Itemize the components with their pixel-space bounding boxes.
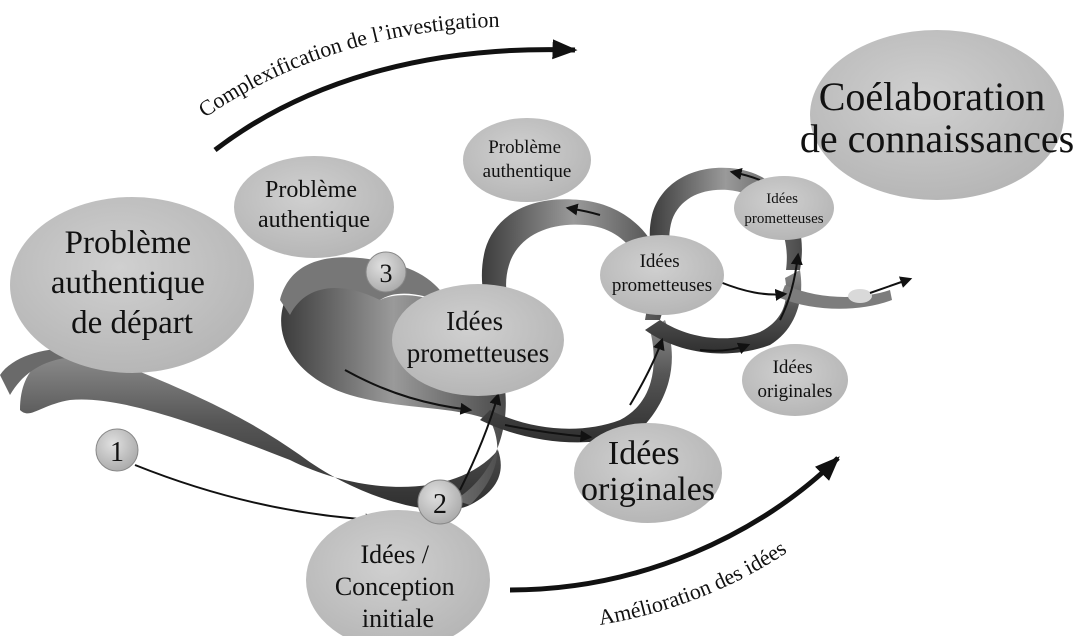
bubble-knowledge-building-text: Coélaboration de connaissances [800, 74, 1073, 161]
knowledge-building-line-1: Coélaboration [819, 74, 1046, 119]
bubble-promising-ideas-1: Idées prometteuses [392, 284, 564, 396]
promising-ideas-3-line-2: prometteuses [744, 211, 823, 227]
original-ideas-1-line-2: originales [581, 471, 715, 508]
bubble-original-ideas-2-text: Idées originales [758, 357, 833, 402]
bubble-problem-2-shape [234, 156, 394, 258]
ribbon-tail [780, 285, 892, 309]
flow-arrow-5 [629, 337, 665, 406]
flow-arrow-2 [459, 392, 502, 491]
ribbon-segment-1-edge [0, 348, 130, 395]
ribbon-tail-arrow [869, 276, 913, 294]
ribbon-loop-1-top [280, 257, 450, 315]
bubble-knowledge-building: Coélaboration de connaissances [800, 30, 1073, 200]
promising-ideas-2-line-1: Idées [640, 251, 680, 272]
bubble-problem-3: Problème authentique [463, 118, 591, 202]
bubble-starting-problem: Problème authentique de départ [10, 197, 254, 373]
flow-arrow-10 [719, 281, 788, 301]
bubble-original-ideas-1: Idées originales [574, 423, 722, 523]
top-arrow-label-path: Complexification de l’investigation [194, 7, 500, 122]
flow-arrow-8 [779, 252, 803, 321]
problem-3-line-2: authentique [483, 161, 572, 182]
bubble-problem-2-text: Problème authentique [258, 177, 370, 233]
bottom-arrow-label-path: Amélioration des idées [596, 535, 790, 630]
step-marker-3-circle [365, 251, 407, 293]
initial-ideas-line-1: Idées / [360, 540, 429, 569]
initial-ideas-line-2: Conception [335, 572, 455, 601]
ribbon-loop-2 [481, 199, 666, 350]
promising-ideas-1-line-2: prometteuses [407, 338, 549, 368]
ribbon-segment-1 [20, 352, 501, 510]
original-ideas-2-line-1: Idées [773, 357, 813, 378]
bubble-problem-3-text: Problème authentique [483, 137, 572, 182]
flow-arrow-6 [565, 203, 601, 216]
bubble-promising-ideas-3-text: Idées prometteuses [744, 191, 823, 227]
problem-3-line-1: Problème [488, 137, 561, 158]
step-marker-1-text: 1 [110, 437, 124, 468]
top-arrow-label: Complexification de l’investigation [194, 7, 500, 122]
step-marker-3-text: 3 [380, 259, 393, 288]
flow-arrow-9 [729, 167, 761, 181]
bubble-original-ideas-1-text: Idées originales [581, 435, 715, 508]
promising-ideas-2-line-2: prometteuses [612, 275, 712, 296]
bubble-promising-ideas-3-shape [734, 176, 834, 240]
promising-ideas-3-line-1: Idées [766, 191, 798, 207]
bubble-initial-ideas-shape [306, 510, 490, 636]
bubble-promising-ideas-3: Idées prometteuses [734, 176, 834, 240]
flow-arrow-4 [504, 424, 593, 443]
initial-ideas-line-3: initiale [362, 604, 434, 633]
promising-ideas-1-line-1: Idées [446, 306, 503, 336]
problem-2-line-2: authentique [258, 207, 370, 233]
ribbon-segment-3 [645, 270, 802, 354]
starting-problem-line-2: authentique [51, 265, 205, 301]
original-ideas-1-line-1: Idées [608, 435, 680, 472]
bubble-promising-ideas-2-shape [600, 235, 724, 315]
step-marker-2-text: 2 [433, 489, 447, 520]
bubble-original-ideas-2: Idées originales [742, 344, 848, 416]
step-marker-3: 3 [365, 251, 407, 293]
bubble-problem-2: Problème authentique [234, 156, 394, 258]
knowledge-building-line-2: de connaissances [800, 116, 1073, 161]
step-marker-1-circle [95, 428, 139, 472]
flow-arrow-1 [134, 464, 378, 526]
top-arrow-shaft [213, 39, 578, 152]
bubble-original-ideas-2-shape [742, 344, 848, 416]
bubble-initial-ideas-text: Idées / Conception initiale [335, 540, 461, 633]
step-marker-2: 2 [417, 479, 463, 525]
bubble-starting-problem-shape [10, 197, 254, 373]
bubble-promising-ideas-2-text: Idées prometteuses [612, 251, 712, 296]
starting-problem-line-3: de départ [71, 305, 193, 341]
step-marker-1: 1 [95, 428, 139, 472]
step-marker-2-circle [417, 479, 463, 525]
flow-arrows [134, 167, 803, 526]
bubble-initial-ideas: Idées / Conception initiale [306, 510, 490, 636]
ribbon-tail-highlight [848, 289, 872, 303]
flow-arrow-7 [699, 342, 751, 355]
bottom-arrow-shaft [509, 456, 840, 593]
bubble-promising-ideas-1-text: Idées prometteuses [407, 306, 549, 368]
bubble-knowledge-building-shape [810, 30, 1064, 200]
problem-2-line-1: Problème [265, 177, 357, 203]
bubble-promising-ideas-1-shape [392, 284, 564, 396]
original-ideas-2-line-2: originales [758, 381, 833, 402]
starting-problem-line-1: Problème [65, 225, 191, 261]
flow-arrow-3 [344, 369, 473, 415]
bubble-original-ideas-1-shape [574, 423, 722, 523]
bubble-promising-ideas-2: Idées prometteuses [600, 235, 724, 315]
bottom-arrow-label: Amélioration des idées [596, 535, 790, 630]
bubble-starting-problem-text: Problème authentique de départ [51, 225, 213, 341]
bubble-problem-3-shape [463, 118, 591, 202]
